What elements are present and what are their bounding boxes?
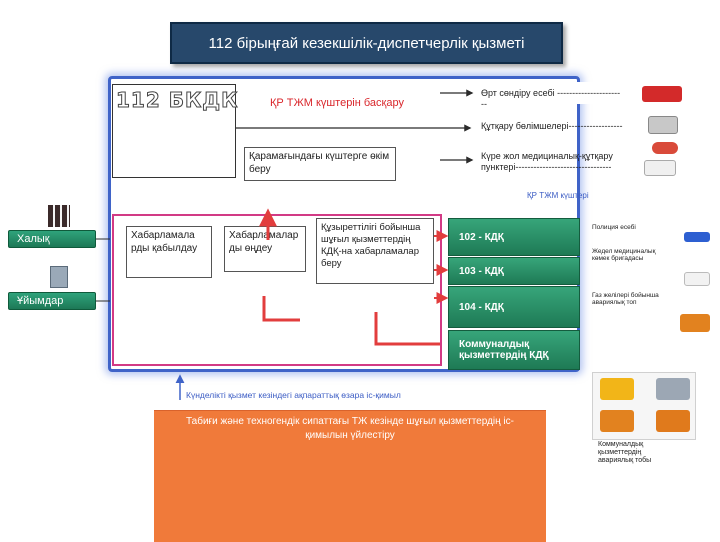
- command-box: Қарамағындағы күштерге өкім беру: [244, 147, 396, 181]
- population-button[interactable]: Халық: [8, 230, 96, 248]
- building-icon: [50, 266, 68, 288]
- processing-frame: [112, 214, 442, 366]
- logo-box: [112, 84, 236, 178]
- daily-interaction-caption: Күнделікті қызмет кезіндегі ақпараттық ө…: [186, 390, 401, 400]
- ambulance-icon: [644, 160, 676, 176]
- process-messages-box: Хабарламалар ды өңдеу: [224, 226, 306, 272]
- police-unit-label: Полиция есебі: [592, 224, 636, 231]
- gas-truck-icon: [680, 314, 710, 332]
- ambulance-kdk-button[interactable]: 103 - КДҚ: [448, 257, 580, 285]
- page-title: 112 бірыңғай кезекшілік-диспетчерлік қыз…: [170, 22, 563, 64]
- dispatch-messages-box: Құзыреттілігі бойынша шұғыл қызметтердің…: [316, 218, 434, 284]
- receive-messages-box: Хабарламала рды қабылдау: [126, 226, 212, 278]
- red-connector-1: [262, 296, 300, 322]
- gas-unit-label: Газ желілері бойынша авариялық топ: [592, 292, 659, 307]
- tow-truck-icon: [656, 378, 690, 400]
- forces-caption: ҚР ТЖМ күштері: [527, 191, 589, 200]
- crane-icon: [600, 410, 634, 432]
- gas-kdk-button[interactable]: 104 - КДҚ: [448, 286, 580, 328]
- red-connector-2: [374, 312, 440, 346]
- ambulance-unit-label: Жедел медициналық көмек бригадасы: [592, 248, 656, 263]
- utility-unit-label: Коммуналдық қызметтердің авариялық тобы: [598, 441, 652, 465]
- management-label: ҚР ТЖМ күштерін басқару: [270, 97, 404, 109]
- organizations-button[interactable]: Ұйымдар: [8, 292, 96, 310]
- logo-text: 112 БКДК: [115, 88, 239, 113]
- police-car-icon: [684, 232, 710, 242]
- fire-unit-label: Өрт сөндіру есебі ----------------------…: [477, 82, 627, 109]
- service-truck-icon: [656, 410, 690, 432]
- emergency-coordination-box: Табиғи және техногендік сипаттағы ТЖ кез…: [154, 410, 546, 542]
- rescue-truck-icon: [648, 116, 678, 134]
- helicopter-icon: [652, 142, 678, 154]
- fire-truck-icon: [642, 86, 682, 102]
- people-icon: [48, 205, 70, 227]
- medical-point-label: Күре жол медициналық-құтқару пунктері---…: [481, 151, 613, 173]
- bulldozer-icon: [600, 378, 634, 400]
- utility-kdk-button[interactable]: Коммуналдық қызметтердің КДҚ: [448, 330, 580, 370]
- rescue-unit-label: Құтқару бөлімшелері------------------: [481, 121, 623, 131]
- police-kdk-button[interactable]: 102 - КДҚ: [448, 218, 580, 256]
- ambulance-car-icon: [684, 272, 710, 286]
